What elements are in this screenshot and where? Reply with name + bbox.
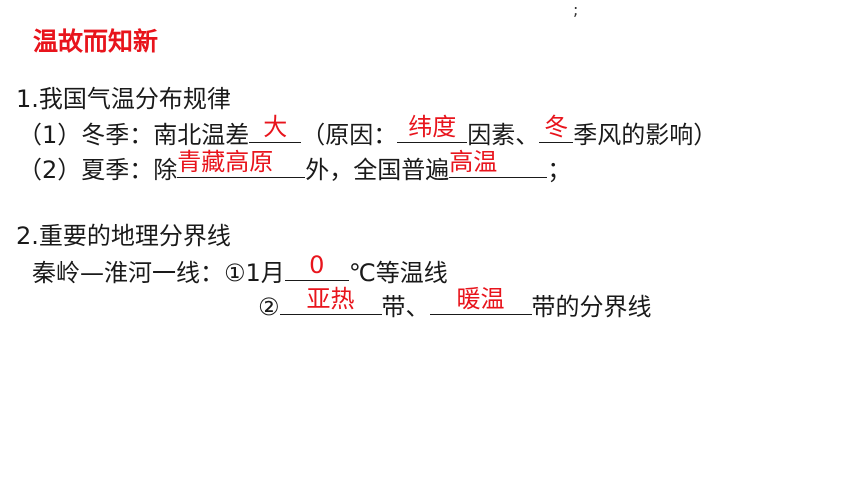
winter-reason-prefix: （原因： (301, 121, 398, 149)
page-title: 温故而知新 (33, 27, 159, 56)
answer-season: 冬 (544, 113, 569, 141)
answer-factor: 纬度 (408, 113, 457, 141)
winter-prefix: （1）冬季：南北温差 (18, 121, 250, 149)
blank-zone-a: 亚热 (279, 285, 382, 315)
winter-line: （1）冬季：南北温差大 （原因： 纬度因素、冬季风的影响） (18, 113, 718, 150)
answer-isotherm: 0 (309, 251, 325, 279)
boundary1-suffix: ℃等温线 (348, 259, 448, 287)
boundary-line-1: 秦岭—淮河一线：①1月 0 ℃等温线 (32, 251, 448, 288)
answer-region: 青藏高原 (177, 148, 274, 176)
answer-zone-b: 暖温 (456, 285, 505, 313)
blank-isotherm: 0 (284, 251, 349, 281)
blank-region: 青藏高原 (177, 148, 306, 178)
summer-suffix: ； (547, 156, 572, 184)
blank-season: 冬 (539, 113, 574, 143)
blank-factor: 纬度 (397, 113, 468, 143)
winter-suffix: 季风的影响） (573, 121, 718, 149)
summer-line: （2）夏季：除青藏高原 外，全国普遍高温 ； (18, 148, 572, 185)
boundary2-prefix: ② (258, 293, 280, 321)
boundary1-prefix: 秦岭—淮河一线：①1月 (32, 259, 285, 287)
boundary-line-2: ② 亚热带、暖温带的分界线 (258, 285, 652, 322)
answer-zone-a: 亚热 (306, 285, 355, 313)
boundary2-suffix: 带的分界线 (531, 293, 652, 321)
winter-factor-suffix: 因素、 (467, 121, 540, 149)
answer-temperature: 高温 (449, 148, 498, 176)
answer-temp-difference: 大 (263, 113, 288, 141)
stray-mark: ; (573, 0, 579, 19)
summer-prefix: （2）夏季：除 (18, 156, 178, 184)
section1-heading: 1.我国气温分布规律 (16, 85, 231, 113)
section2-heading: 2.重要的地理分界线 (16, 222, 231, 250)
boundary2-middle: 带、 (381, 293, 430, 321)
blank-zone-b: 暖温 (429, 285, 532, 315)
blank-temp-difference: 大 (249, 113, 302, 143)
summer-middle: 外，全国普遍 (305, 156, 450, 184)
blank-temperature: 高温 (449, 148, 548, 178)
